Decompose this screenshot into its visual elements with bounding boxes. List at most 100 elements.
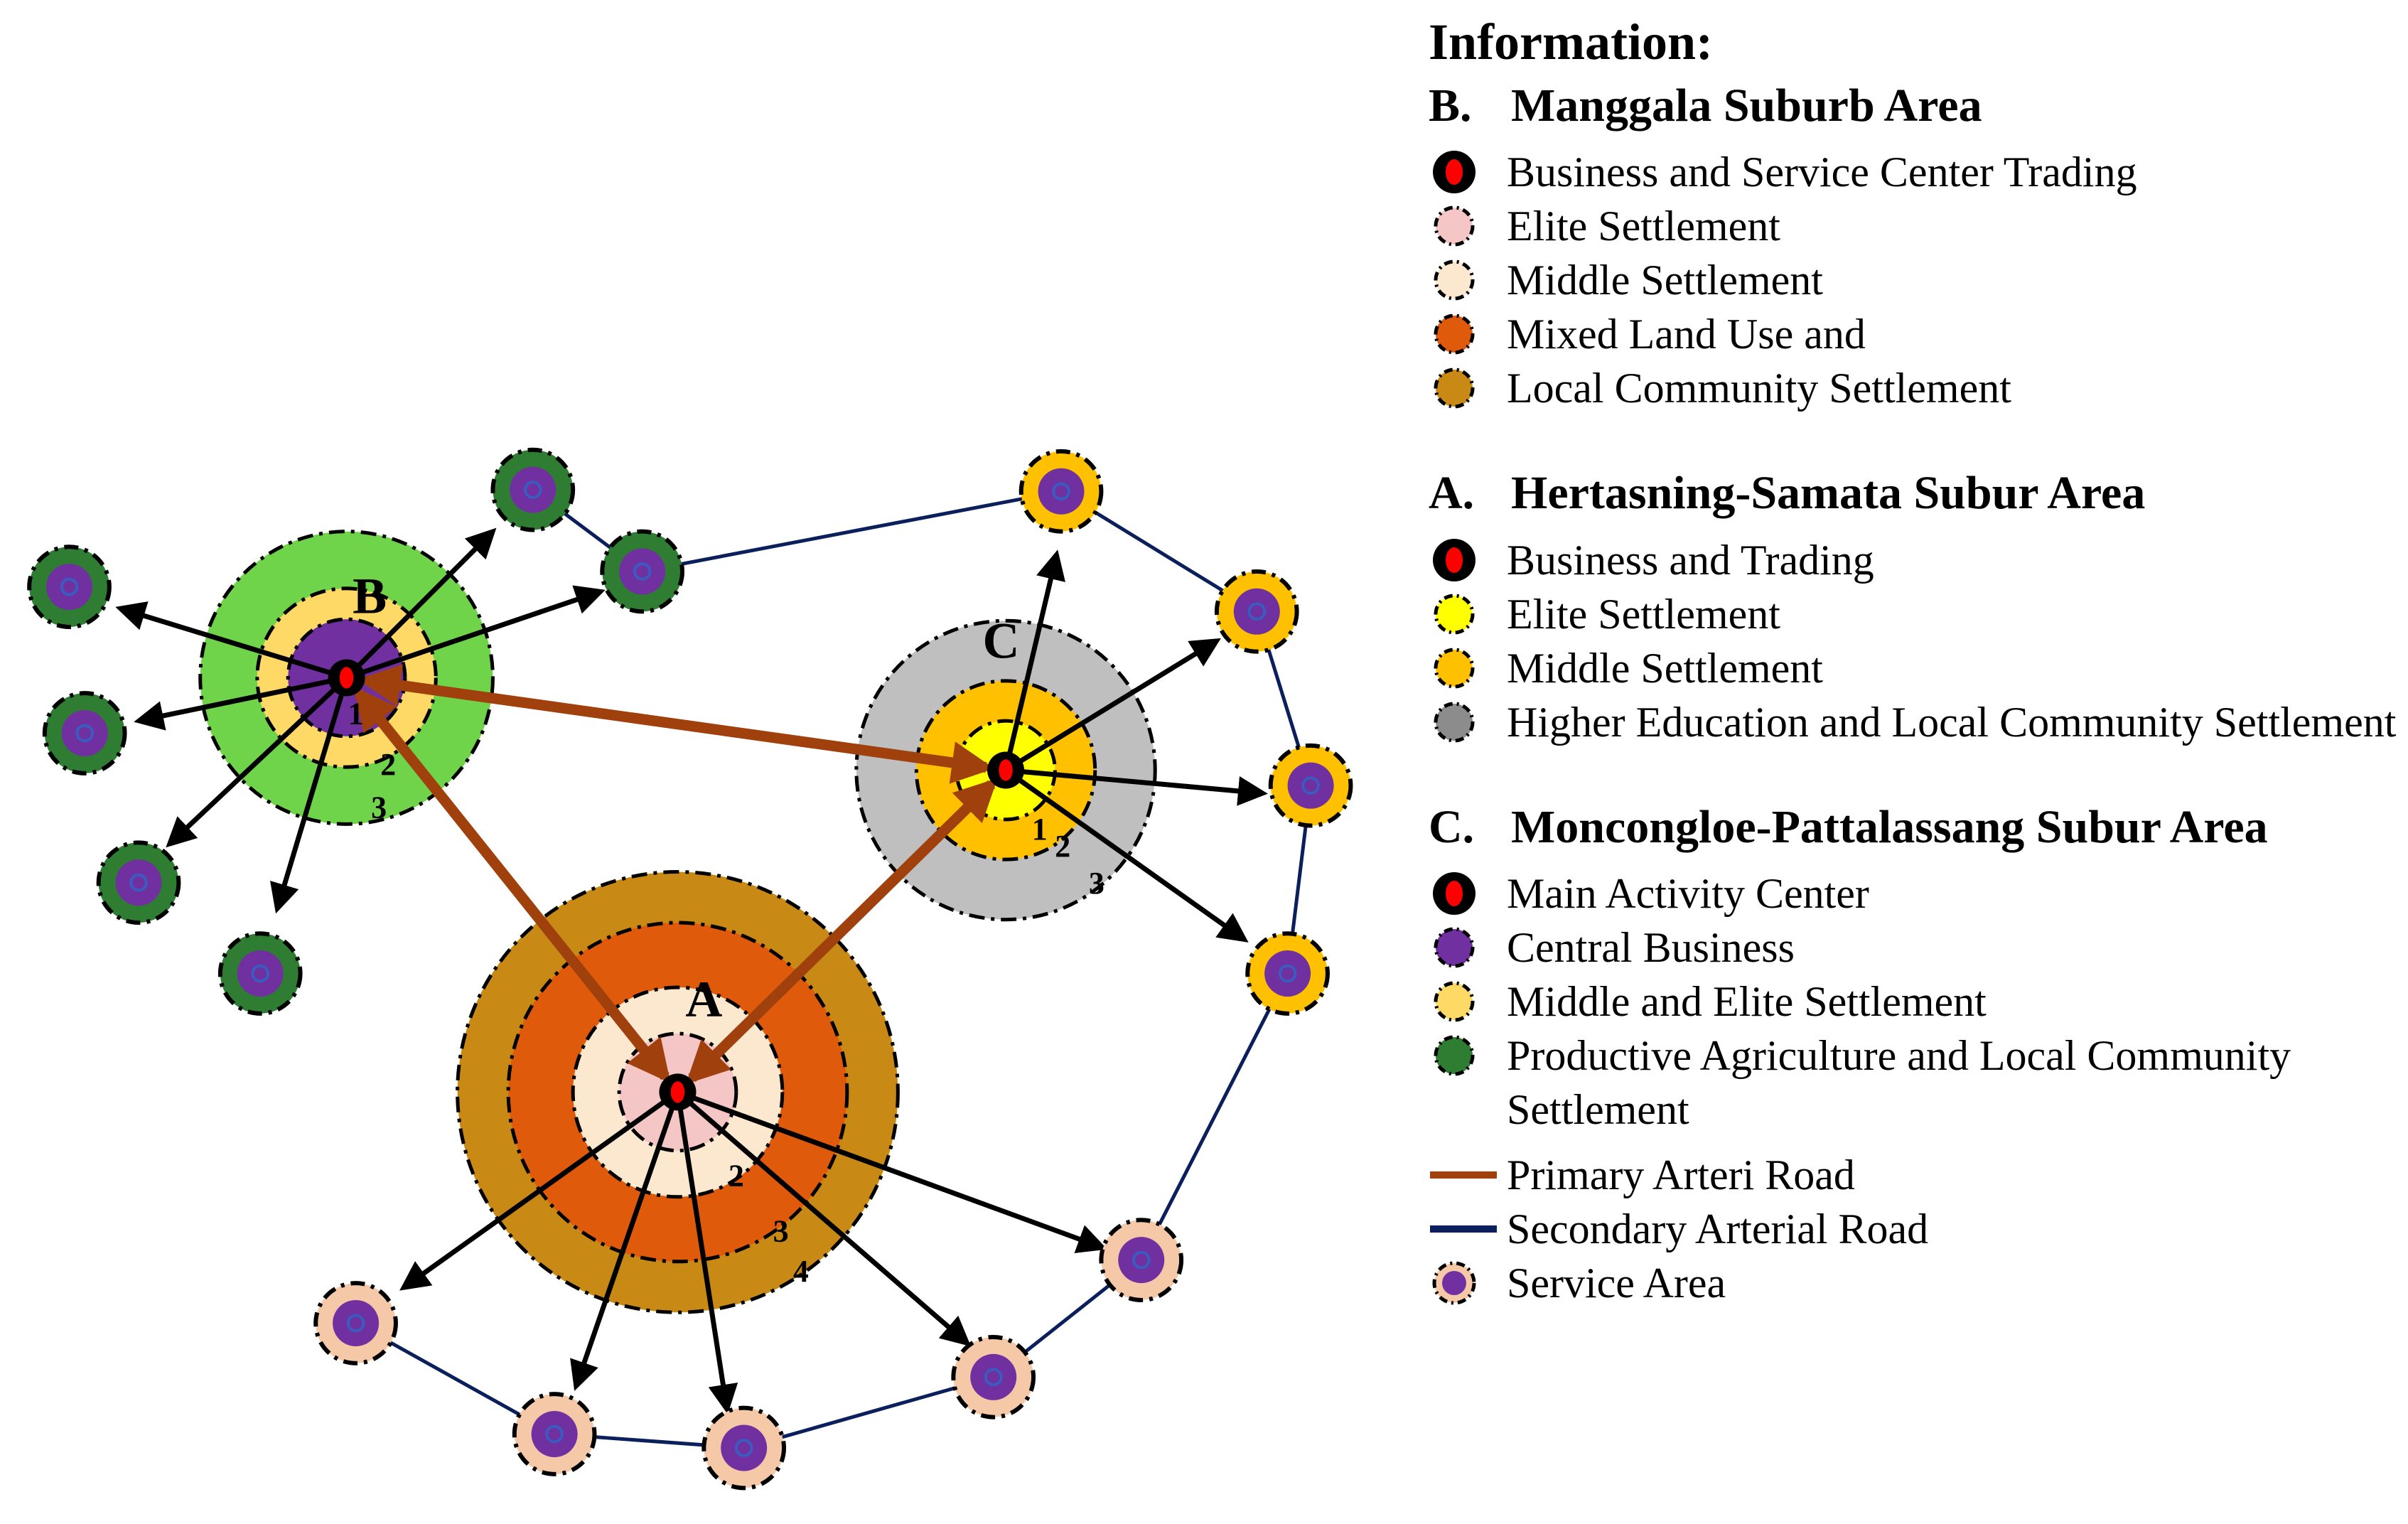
legend-list: Business and Service Center Trading Elit… <box>1429 145 2402 415</box>
legend-symbol-svg <box>1434 367 1475 409</box>
dashed-circle-symbol <box>1434 259 1475 301</box>
legend-symbol <box>1429 587 1507 641</box>
legend-symbol-svg <box>1430 1171 1497 1179</box>
legend-section-b: B.Manggala Suburb Area Business and Serv… <box>1429 77 2402 415</box>
legend-item: Central Business <box>1429 921 2402 975</box>
legend-symbol <box>1429 975 1507 1029</box>
legend-title: Information: <box>1429 14 1713 70</box>
service-node-peach-core <box>1118 1237 1165 1284</box>
legend-item: Higher Education and Local Community Set… <box>1429 695 2402 749</box>
legend-list: Main Activity Center Central Business Mi… <box>1429 866 2402 1137</box>
legend-symbol-svg <box>1434 259 1475 301</box>
arrow-from-a <box>675 1091 738 1415</box>
dashed-circle-symbol <box>1434 648 1475 689</box>
service-node-green-core <box>61 709 108 756</box>
legend-section-a: A.Hertasning-Samata Subur Area Business … <box>1429 465 2402 748</box>
legend: Information: B.Manggala Suburb Area Busi… <box>1429 14 2402 1310</box>
radial-arrows <box>115 527 1268 1415</box>
legend-item: Middle and Elite Settlement <box>1429 975 2402 1029</box>
legend-item: Productive Agriculture and Local Communi… <box>1429 1029 2402 1137</box>
service-node-yellow-dot <box>1052 482 1070 501</box>
arrow-from-c <box>1005 768 1268 806</box>
legend-item: Secondary Arterial Road <box>1429 1202 2402 1256</box>
primary-arteri-roads <box>353 664 998 1085</box>
service-node-yellow-core <box>1233 588 1280 635</box>
dashed-circle-symbol <box>1434 702 1475 743</box>
arrow-from-b <box>166 675 348 848</box>
core-symbol <box>1446 547 1463 573</box>
arrow-from-b <box>134 675 348 731</box>
legend-symbol-svg <box>1434 648 1475 689</box>
legend-section-title: C.Moncongloe-Pattalassang Subur Area <box>1429 800 2268 853</box>
arrow-from-c <box>1004 638 1221 773</box>
center-label: C <box>983 612 1020 669</box>
ring-number: 1 <box>348 696 364 731</box>
primary-road-swatch <box>1429 1148 1507 1202</box>
legend-symbol-svg <box>1433 871 1476 915</box>
ring-number: 2 <box>729 1159 744 1193</box>
service-node-peach-dot <box>545 1424 564 1444</box>
service-node-green-dot <box>251 964 270 983</box>
center-label: A <box>685 971 722 1028</box>
dashed-circle-symbol <box>1434 981 1475 1022</box>
legend-section-title: A.Hertasning-Samata Subur Area <box>1429 467 2146 520</box>
legend-symbol <box>1429 253 1507 307</box>
service-node-green-core <box>115 859 162 906</box>
arrow-from-b <box>345 585 606 680</box>
legend-symbol-svg <box>1433 538 1476 581</box>
service-node-yellow-core <box>1264 950 1311 997</box>
legend-item: Business and Trading <box>1429 533 2402 587</box>
legend-section-title: B.Manggala Suburb Area <box>1429 80 1982 132</box>
legend-item: Elite Settlement <box>1429 587 2402 641</box>
arrow-from-c <box>1003 549 1065 771</box>
service-node-yellow-dot <box>1278 964 1297 983</box>
legend-symbol-svg <box>1434 981 1475 1022</box>
arrow-from-a <box>676 1090 972 1347</box>
center-core <box>339 667 354 689</box>
dashed-circle-symbol <box>1434 205 1475 247</box>
legend-section-c: C.Moncongloe-Pattalassang Subur Area Mai… <box>1429 799 2402 1137</box>
ring-number: 2 <box>380 747 396 782</box>
legend-symbol <box>1429 921 1507 975</box>
service-node-yellow-dot <box>1247 602 1267 621</box>
service-node-green-core <box>46 564 93 611</box>
core-symbol <box>1446 880 1463 906</box>
ring-number: 4 <box>793 1254 809 1289</box>
arrow-from-a <box>677 1090 1108 1253</box>
ring-number: 3 <box>1089 866 1104 901</box>
legend-symbol-svg <box>1434 927 1475 968</box>
legend-symbol <box>1429 866 1507 921</box>
dashed-circle-symbol <box>1434 594 1475 635</box>
legend-symbol-svg <box>1434 205 1475 247</box>
legend-item: Local Community Settlement <box>1429 361 2402 415</box>
arrow-from-b <box>270 677 349 914</box>
legend-symbol-svg <box>1434 594 1475 635</box>
service-node-green-dot <box>75 724 95 743</box>
service-node-peach-core <box>531 1410 578 1457</box>
service-area-core <box>1442 1270 1466 1295</box>
service-node-peach-dot <box>734 1439 753 1457</box>
service-node-peach-core <box>333 1299 380 1346</box>
legend-item: Service Area <box>1429 1256 2402 1310</box>
primary-road <box>685 778 998 1085</box>
service-node-yellow-core <box>1038 468 1085 515</box>
dashed-circle-symbol <box>1434 1035 1475 1076</box>
center-label: B <box>353 567 387 624</box>
legend-item: Primary Arteri Road <box>1429 1148 2402 1202</box>
service-node-green-dot <box>633 562 652 581</box>
service-node-peach-core <box>721 1424 768 1471</box>
ring-number: 1 <box>1032 812 1048 847</box>
center-core <box>999 759 1013 781</box>
legend-symbol <box>1429 641 1507 695</box>
primary-road <box>358 664 995 784</box>
legend-symbol <box>1429 361 1507 415</box>
arrow-from-b <box>345 527 497 680</box>
legend-item: Elite Settlement <box>1429 199 2402 253</box>
service-node-peach-dot <box>1132 1250 1151 1270</box>
arrow-from-b <box>115 601 348 680</box>
legend-symbol <box>1429 695 1507 749</box>
legend-symbol <box>1429 145 1507 199</box>
legend-symbol-svg <box>1434 1035 1475 1076</box>
